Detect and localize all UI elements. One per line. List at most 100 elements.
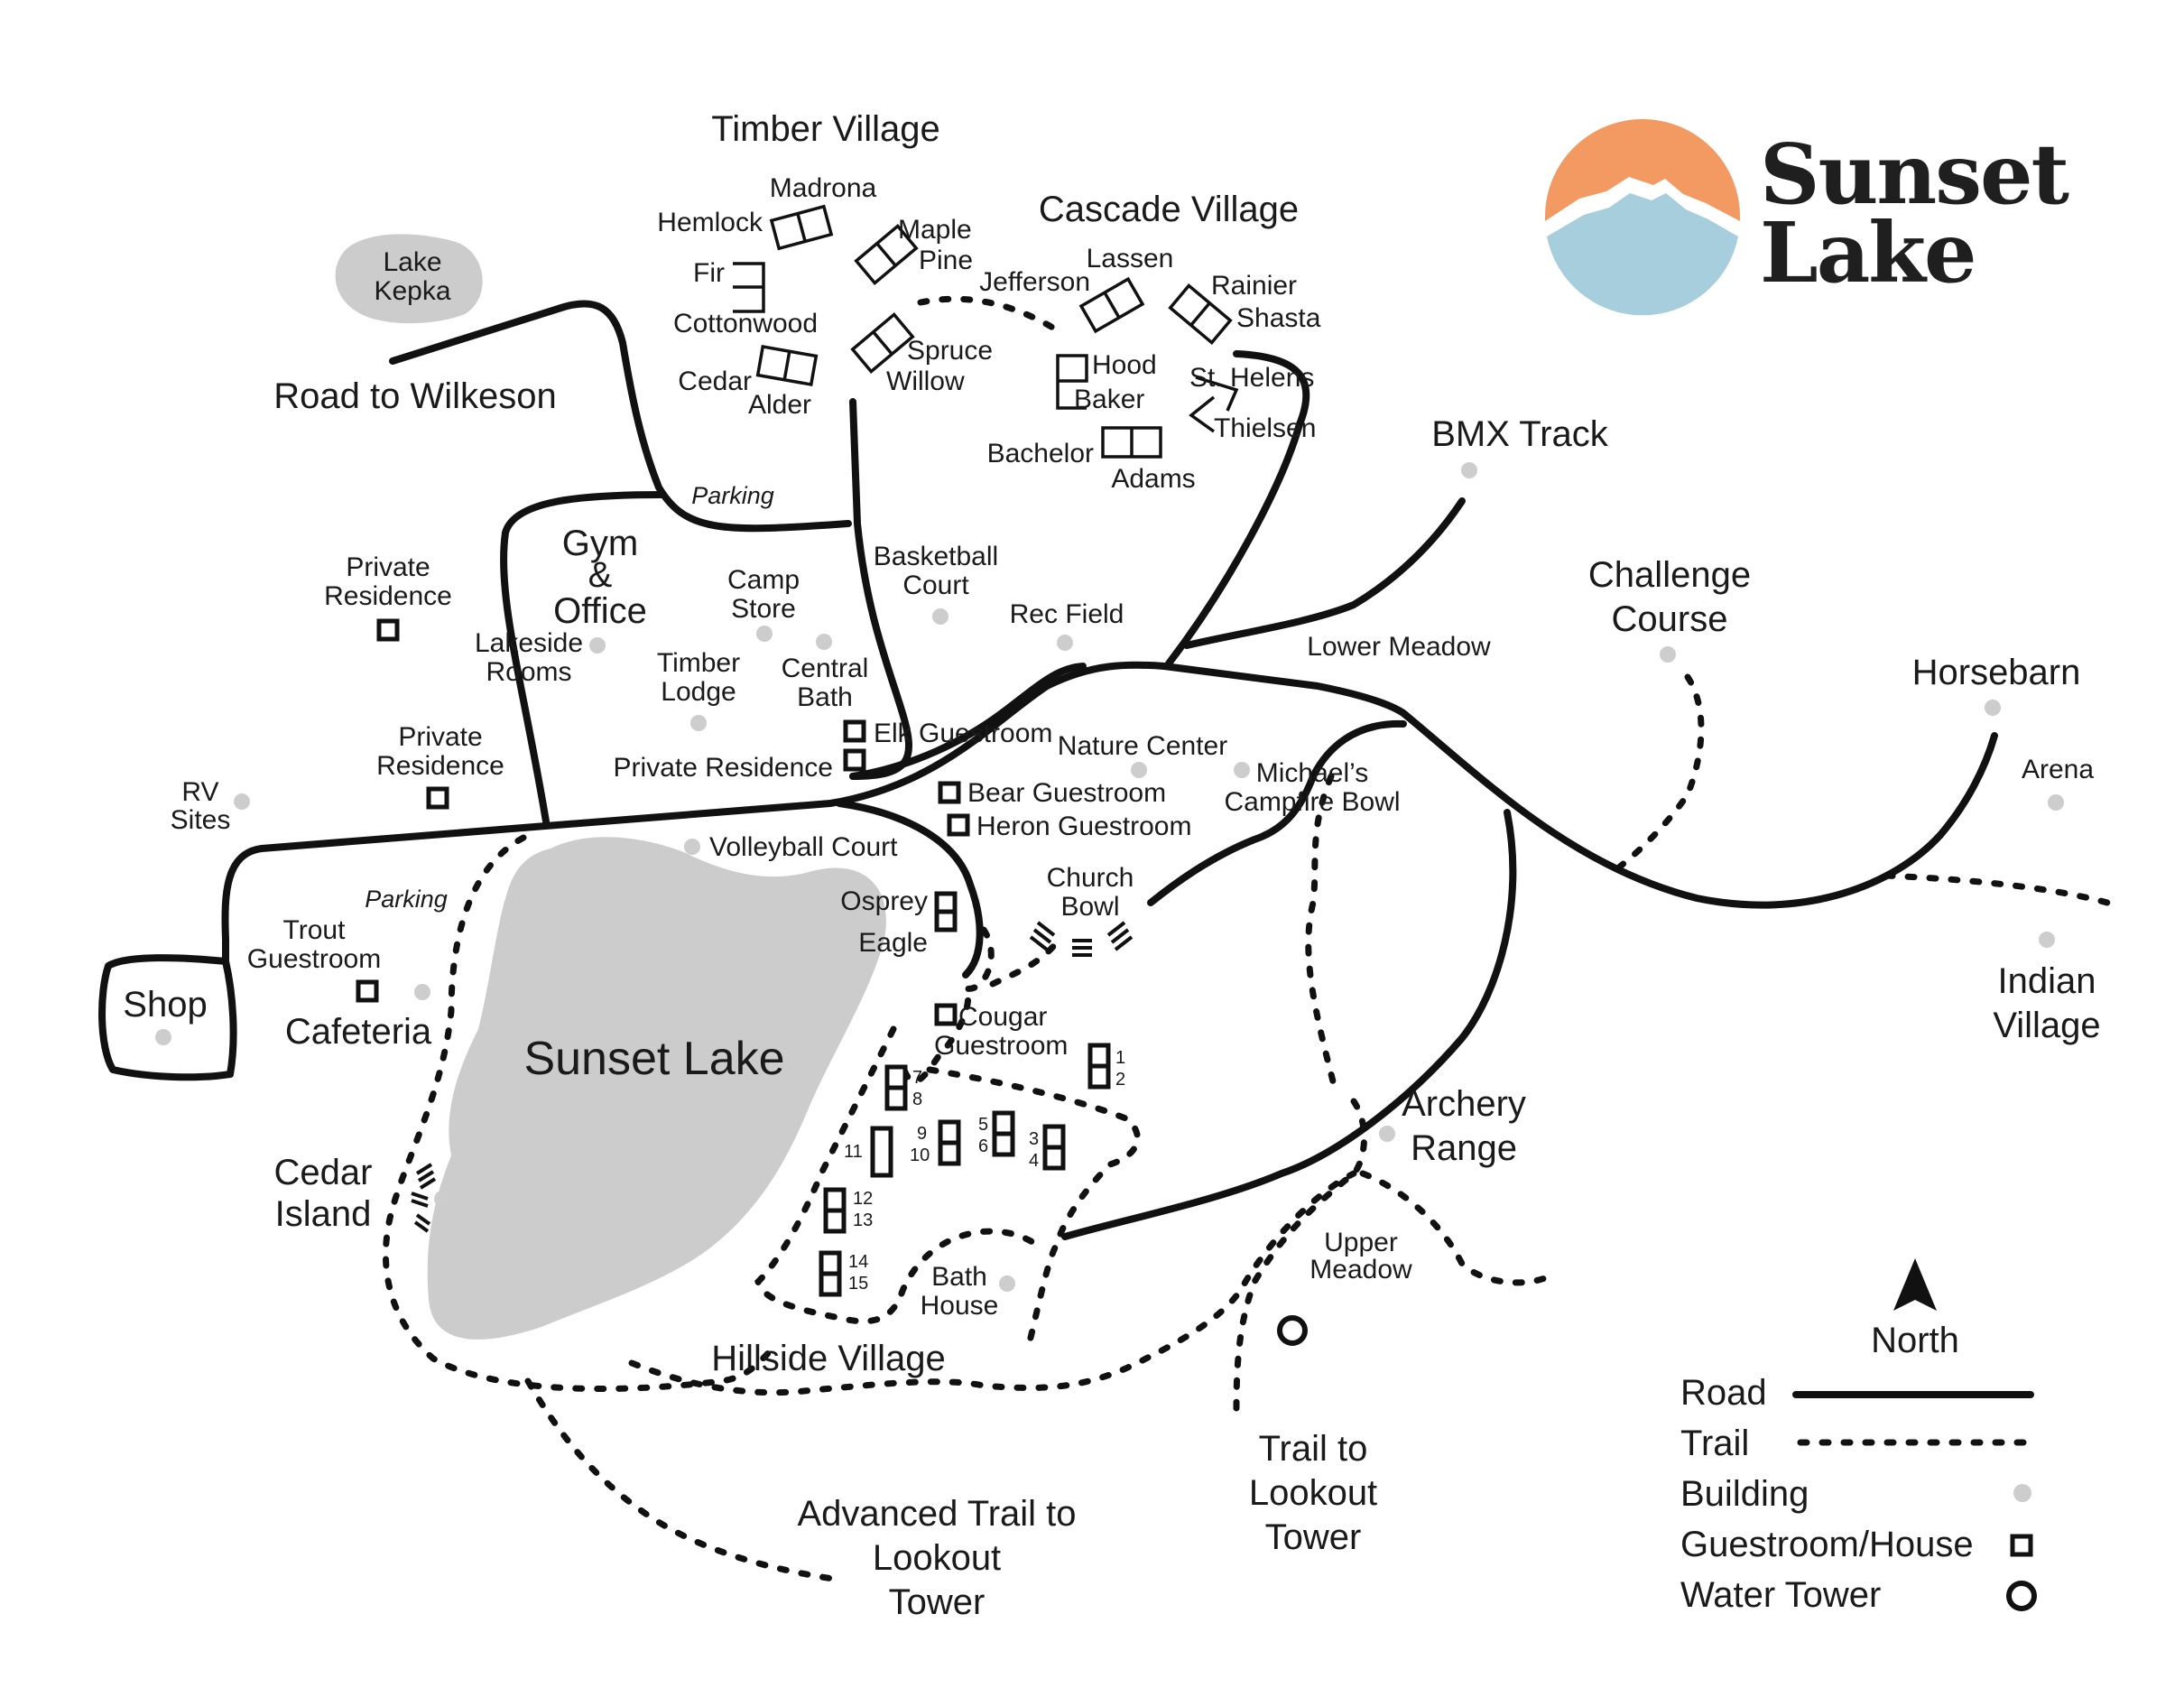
legend-building-swatch bbox=[2013, 1484, 2031, 1502]
label-bmx-track: BMX Track bbox=[1431, 414, 1609, 454]
unit-1: 1 bbox=[1115, 1048, 1125, 1068]
label-trout-2: Guestroom bbox=[247, 944, 381, 974]
label-advanced-trail-1: Advanced Trail to bbox=[797, 1494, 1076, 1534]
unit-13: 13 bbox=[853, 1210, 873, 1230]
map-legend: Road Trail Building Guestroom/House Wate… bbox=[1680, 1373, 2037, 1615]
label-church-1: Church bbox=[1047, 863, 1134, 893]
legend-water-tower-label: Water Tower bbox=[1680, 1575, 1881, 1615]
label-archery-1: Archery bbox=[1402, 1084, 1526, 1124]
label-parking-west: Parking bbox=[365, 886, 448, 913]
label-parking-north: Parking bbox=[691, 482, 774, 509]
logo-line-1: Sunset bbox=[1760, 125, 2070, 223]
label-cedar-cabin: Cedar bbox=[678, 366, 752, 396]
unit-3: 3 bbox=[1029, 1129, 1039, 1149]
label-shop: Shop bbox=[123, 985, 207, 1025]
label-gym-3: Office bbox=[553, 591, 647, 631]
unit-2: 2 bbox=[1115, 1070, 1125, 1090]
label-lassen: Lassen bbox=[1087, 244, 1174, 274]
water-tower-marker bbox=[1277, 1315, 1308, 1346]
unit-4: 4 bbox=[1029, 1151, 1039, 1171]
label-north: North bbox=[1871, 1321, 1959, 1360]
label-private-res-1b: Residence bbox=[324, 581, 452, 611]
label-lake-kepka-2: Kepka bbox=[374, 276, 450, 306]
legend-trail-label: Trail bbox=[1680, 1424, 1749, 1463]
label-hemlock: Hemlock bbox=[657, 208, 763, 237]
legend-building-label: Building bbox=[1680, 1474, 1809, 1514]
label-arena: Arena bbox=[2022, 755, 2094, 784]
label-cafeteria: Cafeteria bbox=[285, 1012, 432, 1052]
label-maple: Maple bbox=[898, 215, 972, 245]
label-alder: Alder bbox=[748, 390, 811, 420]
label-rv-1: RV bbox=[181, 777, 218, 807]
unit-9: 9 bbox=[917, 1124, 927, 1144]
label-heron: Heron Guestroom bbox=[976, 812, 1191, 841]
logo-line-2: Lake bbox=[1760, 204, 1976, 301]
label-volleyball: Volleyball Court bbox=[709, 832, 898, 862]
label-shasta: Shasta bbox=[1236, 303, 1321, 333]
unit-6: 6 bbox=[978, 1136, 988, 1156]
label-trail-lookout-3: Tower bbox=[1265, 1517, 1362, 1557]
label-eagle: Eagle bbox=[858, 928, 928, 958]
label-camp-store-2: Store bbox=[731, 594, 796, 624]
cabin-outlines bbox=[733, 204, 1239, 459]
legend-road-label: Road bbox=[1680, 1373, 1767, 1413]
label-campfire-1: Michael’s bbox=[1256, 758, 1369, 788]
label-cedar-island-1: Cedar bbox=[274, 1153, 373, 1192]
label-cottonwood: Cottonwood bbox=[673, 309, 818, 339]
label-willow: Willow bbox=[886, 366, 965, 396]
label-adams: Adams bbox=[1111, 464, 1195, 494]
label-jefferson: Jefferson bbox=[979, 267, 1090, 297]
label-baker: Baker bbox=[1074, 385, 1144, 414]
unit-10: 10 bbox=[910, 1145, 930, 1165]
label-hood: Hood bbox=[1092, 350, 1157, 380]
unit-11: 11 bbox=[844, 1142, 863, 1162]
label-rv-2: Sites bbox=[171, 805, 231, 835]
label-private-res-2a: Private bbox=[398, 722, 482, 752]
label-bachelor: Bachelor bbox=[987, 439, 1094, 468]
legend-water-tower-swatch bbox=[2006, 1581, 2037, 1611]
legend-guestroom-label: Guestroom/House bbox=[1680, 1525, 1974, 1564]
lake-kepka-water bbox=[335, 234, 483, 324]
label-horsebarn: Horsebarn bbox=[1912, 653, 2081, 692]
label-sunset-lake: Sunset Lake bbox=[523, 1033, 784, 1085]
label-timber-lodge-1: Timber bbox=[657, 648, 740, 678]
label-lakeside-1: Lakeside bbox=[475, 628, 583, 658]
label-spruce: Spruce bbox=[907, 336, 993, 366]
label-upper-meadow-1: Upper bbox=[1324, 1228, 1398, 1257]
label-gym-1: Gym bbox=[562, 524, 638, 563]
unit-8: 8 bbox=[912, 1090, 922, 1109]
label-cascade-village: Cascade Village bbox=[1039, 190, 1299, 229]
guestroom-squares bbox=[356, 618, 1111, 1297]
north-arrow-icon bbox=[1893, 1258, 1937, 1311]
label-fir: Fir bbox=[693, 258, 725, 288]
label-lakeside-2: Rooms bbox=[486, 657, 571, 687]
label-upper-meadow-2: Meadow bbox=[1309, 1255, 1412, 1285]
label-st-helens: St. Helens bbox=[1189, 363, 1314, 393]
label-indian-village-2: Village bbox=[1993, 1006, 2100, 1045]
sunset-lake-logo: Sunset Lake bbox=[1545, 119, 2072, 316]
label-bear: Bear Guestroom bbox=[967, 778, 1166, 808]
label-private-res-2b: Residence bbox=[376, 751, 504, 781]
label-elk: Elk Guestroom bbox=[874, 719, 1052, 748]
label-pine: Pine bbox=[919, 246, 973, 275]
trails bbox=[382, 295, 2111, 1583]
label-hillside-village: Hillside Village bbox=[711, 1339, 945, 1378]
label-cougar-2: Guestroom bbox=[934, 1031, 1068, 1061]
label-private-res-3: Private Residence bbox=[614, 753, 833, 783]
label-camp-store-1: Camp bbox=[727, 565, 800, 595]
label-lake-kepka-1: Lake bbox=[383, 247, 441, 277]
label-rec-field: Rec Field bbox=[1010, 599, 1124, 629]
label-timber-lodge-2: Lodge bbox=[661, 677, 736, 707]
label-challenge-1: Challenge bbox=[1588, 555, 1751, 595]
label-gym-2: & bbox=[588, 555, 613, 595]
label-road-to-wilkeson: Road to Wilkeson bbox=[273, 376, 556, 416]
unit-5: 5 bbox=[978, 1115, 988, 1135]
label-basketball-1: Basketball bbox=[874, 542, 998, 571]
label-madrona: Madrona bbox=[770, 173, 877, 203]
label-challenge-2: Course bbox=[1612, 599, 1728, 639]
roads bbox=[98, 300, 1998, 1240]
label-campfire-2: Campfire Bowl bbox=[1224, 787, 1400, 817]
label-timber-village: Timber Village bbox=[711, 109, 939, 149]
unit-14: 14 bbox=[848, 1252, 868, 1272]
